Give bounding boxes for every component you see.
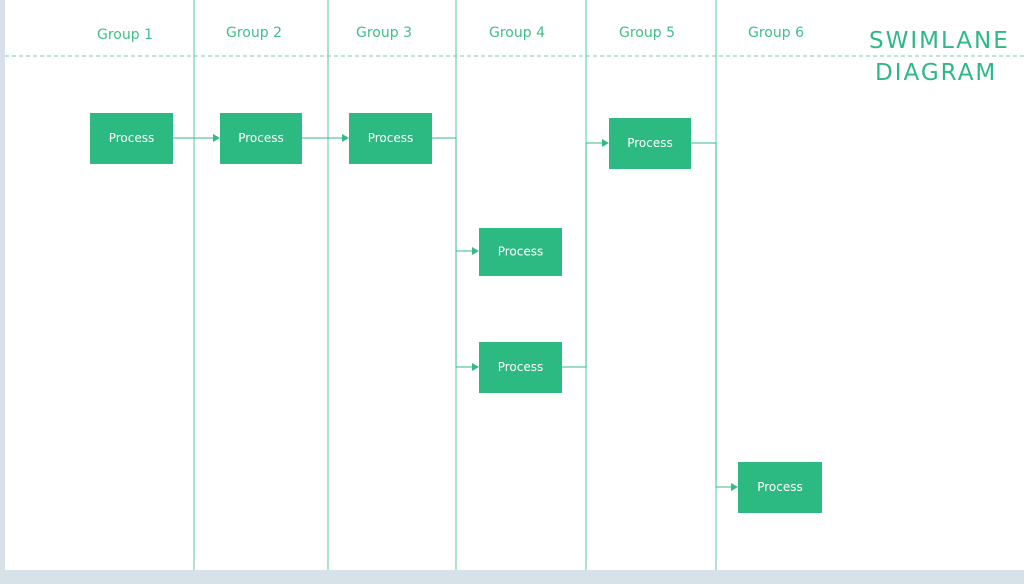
- process-box: [609, 118, 691, 169]
- lane-label-group-6: Group 6: [748, 25, 804, 41]
- lane-label-group-3: Group 3: [356, 25, 412, 41]
- arrow-head: [472, 247, 479, 255]
- process-box: [220, 113, 302, 164]
- process-node-5: Process: [479, 342, 562, 393]
- diagram-canvas: [5, 0, 1024, 570]
- arrow-head: [731, 483, 738, 491]
- lane-label-group-2: Group 2: [226, 25, 282, 41]
- process-node-4: Process: [479, 228, 562, 276]
- process-box: [738, 462, 822, 513]
- lane-label-group-5: Group 5: [619, 25, 675, 41]
- connector-line: [562, 142, 603, 368]
- arrow-head: [472, 363, 479, 371]
- lane-label-group-4: Group 4: [489, 25, 545, 41]
- arrow-head: [602, 139, 609, 147]
- process-node-3: Process: [349, 113, 432, 164]
- process-label: Process: [109, 131, 155, 145]
- connectors: [173, 134, 738, 491]
- process-label: Process: [238, 131, 284, 145]
- diagram-title-line-1: SWIMLANE: [869, 28, 1010, 54]
- process-node-1: Process: [90, 113, 173, 164]
- process-label: Process: [498, 360, 544, 374]
- process-box: [90, 113, 173, 164]
- process-label: Process: [498, 245, 544, 259]
- lane-label-group-1: Group 1: [97, 27, 153, 43]
- process-node-6: Process: [609, 118, 691, 169]
- process-label: Process: [757, 480, 803, 494]
- process-label: Process: [368, 131, 414, 145]
- process-label: Process: [627, 136, 673, 150]
- diagram-title-line-2: DIAGRAM: [875, 60, 997, 86]
- process-node-2: Process: [220, 113, 302, 164]
- process-box: [349, 113, 432, 164]
- connector-line: [432, 137, 473, 368]
- arrow-head: [213, 134, 220, 142]
- process-box: [479, 342, 562, 393]
- process-node-7: Process: [738, 462, 822, 513]
- arrow-head: [342, 134, 349, 142]
- process-box: [479, 228, 562, 276]
- connector-line: [691, 142, 732, 488]
